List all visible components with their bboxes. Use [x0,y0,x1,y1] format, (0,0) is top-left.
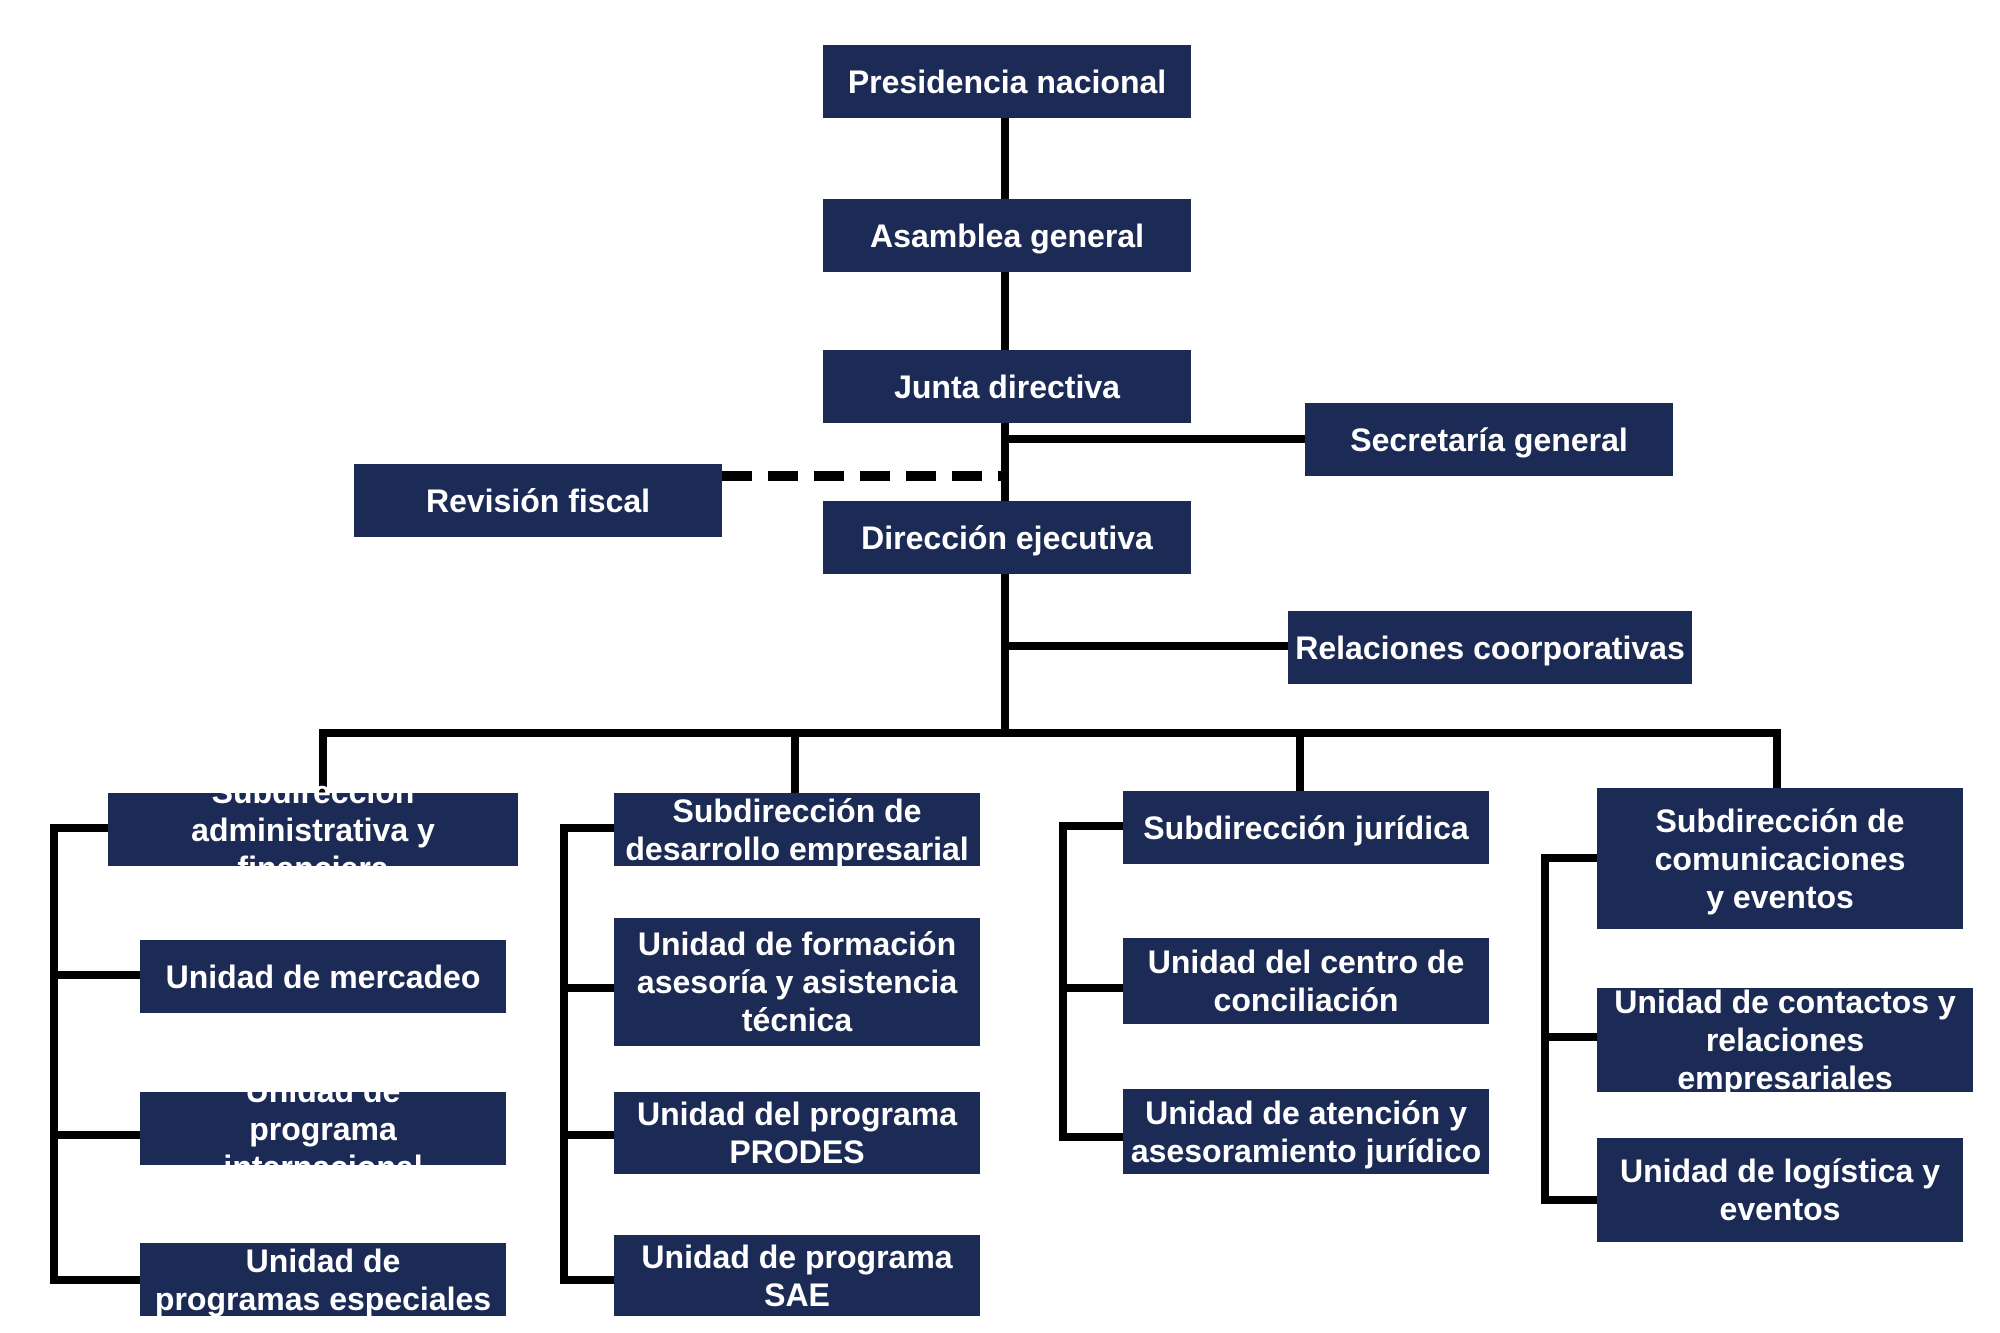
box-subdireccion-comunicaciones: Subdirección de comunicaciones y eventos [1597,788,1963,929]
box-subdireccion-desarrollo: Subdirección de desarrollo empresarial [614,793,980,867]
box-unidad-conciliacion: Unidad del centro de conciliación [1123,938,1489,1024]
box-unidad-programas-especiales: Unidad de programas especiales [140,1243,506,1317]
box-subdireccion-juridica: Subdirección jurídica [1123,791,1489,864]
box-unidad-logistica: Unidad de logística y eventos [1597,1138,1963,1242]
box-unidad-prodes: Unidad del programa PRODES [614,1092,980,1174]
box-subdireccion-administrativa: Subdirección administrativa y financiera [108,774,518,886]
box-junta-directiva: Junta directiva [823,350,1191,423]
box-unidad-mercadeo: Unidad de mercadeo [140,940,506,1013]
box-unidad-contactos: Unidad de contactos y relaciones empresa… [1597,984,1973,1096]
box-unidad-programa-internacional: Unidad de programa internacional [140,1073,506,1185]
box-direccion-ejecutiva: Dirección ejecutiva [823,501,1191,574]
box-unidad-formacion: Unidad de formación asesoría y asistenci… [614,918,980,1046]
box-asamblea-general: Asamblea general [823,199,1191,272]
box-unidad-atencion: Unidad de atención y asesoramiento juríd… [1123,1089,1489,1174]
box-relaciones-coorporativas: Relaciones coorporativas [1288,611,1692,684]
box-presidencia-nacional: Presidencia nacional [823,45,1191,118]
box-secretaria-general: Secretaría general [1305,403,1673,476]
box-revision-fiscal: Revisión fiscal [354,464,722,537]
box-unidad-sae: Unidad de programa SAE [614,1235,980,1316]
